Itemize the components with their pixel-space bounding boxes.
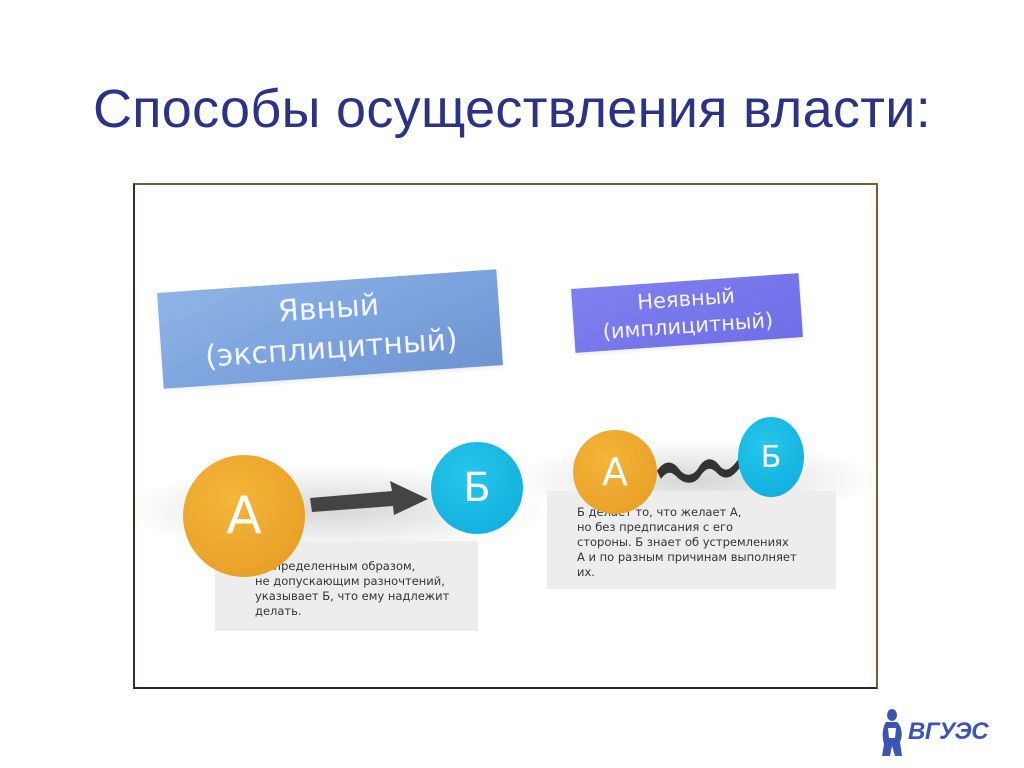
figure-emblem-icon	[882, 709, 902, 756]
arrow-right-icon	[310, 481, 428, 515]
explicit-circle-a: А	[183, 455, 305, 577]
explicit-caption-line: указывает Б, что ему надлежит	[255, 589, 450, 603]
explicit-circle-b: Б	[431, 442, 523, 534]
vguees-logo: ВГУЭС	[878, 708, 1002, 760]
implicit-caption-line: но без предписания с его	[577, 520, 734, 534]
illustration-frame: Явный (эксплицитный) Неявный (имплицитны…	[133, 183, 878, 689]
implicit-caption-line: их.	[577, 565, 595, 579]
implicit-caption-line: стороны. Б знает об устремлениях	[577, 535, 789, 549]
explicit-caption-line: делать.	[255, 604, 302, 618]
implicit-caption: Б делает то, что желает А, но без предпи…	[547, 491, 836, 589]
wavy-arrow-icon	[657, 455, 743, 483]
slide-title: Способы осуществления власти:	[92, 79, 932, 139]
explicit-caption-line: не допускающим разночтений,	[255, 574, 445, 588]
explicit-caption-line: А определенным образом,	[255, 559, 416, 573]
implicit-banner: Неявный (имплицитный)	[571, 273, 803, 353]
implicit-circle-b: Б	[738, 417, 804, 497]
implicit-caption-line: А и по разным причинам выполняет	[577, 550, 797, 564]
explicit-banner: Явный (эксплицитный)	[157, 269, 503, 389]
implicit-circle-a: А	[573, 430, 657, 514]
logo-text: ВГУЭС	[908, 718, 989, 745]
